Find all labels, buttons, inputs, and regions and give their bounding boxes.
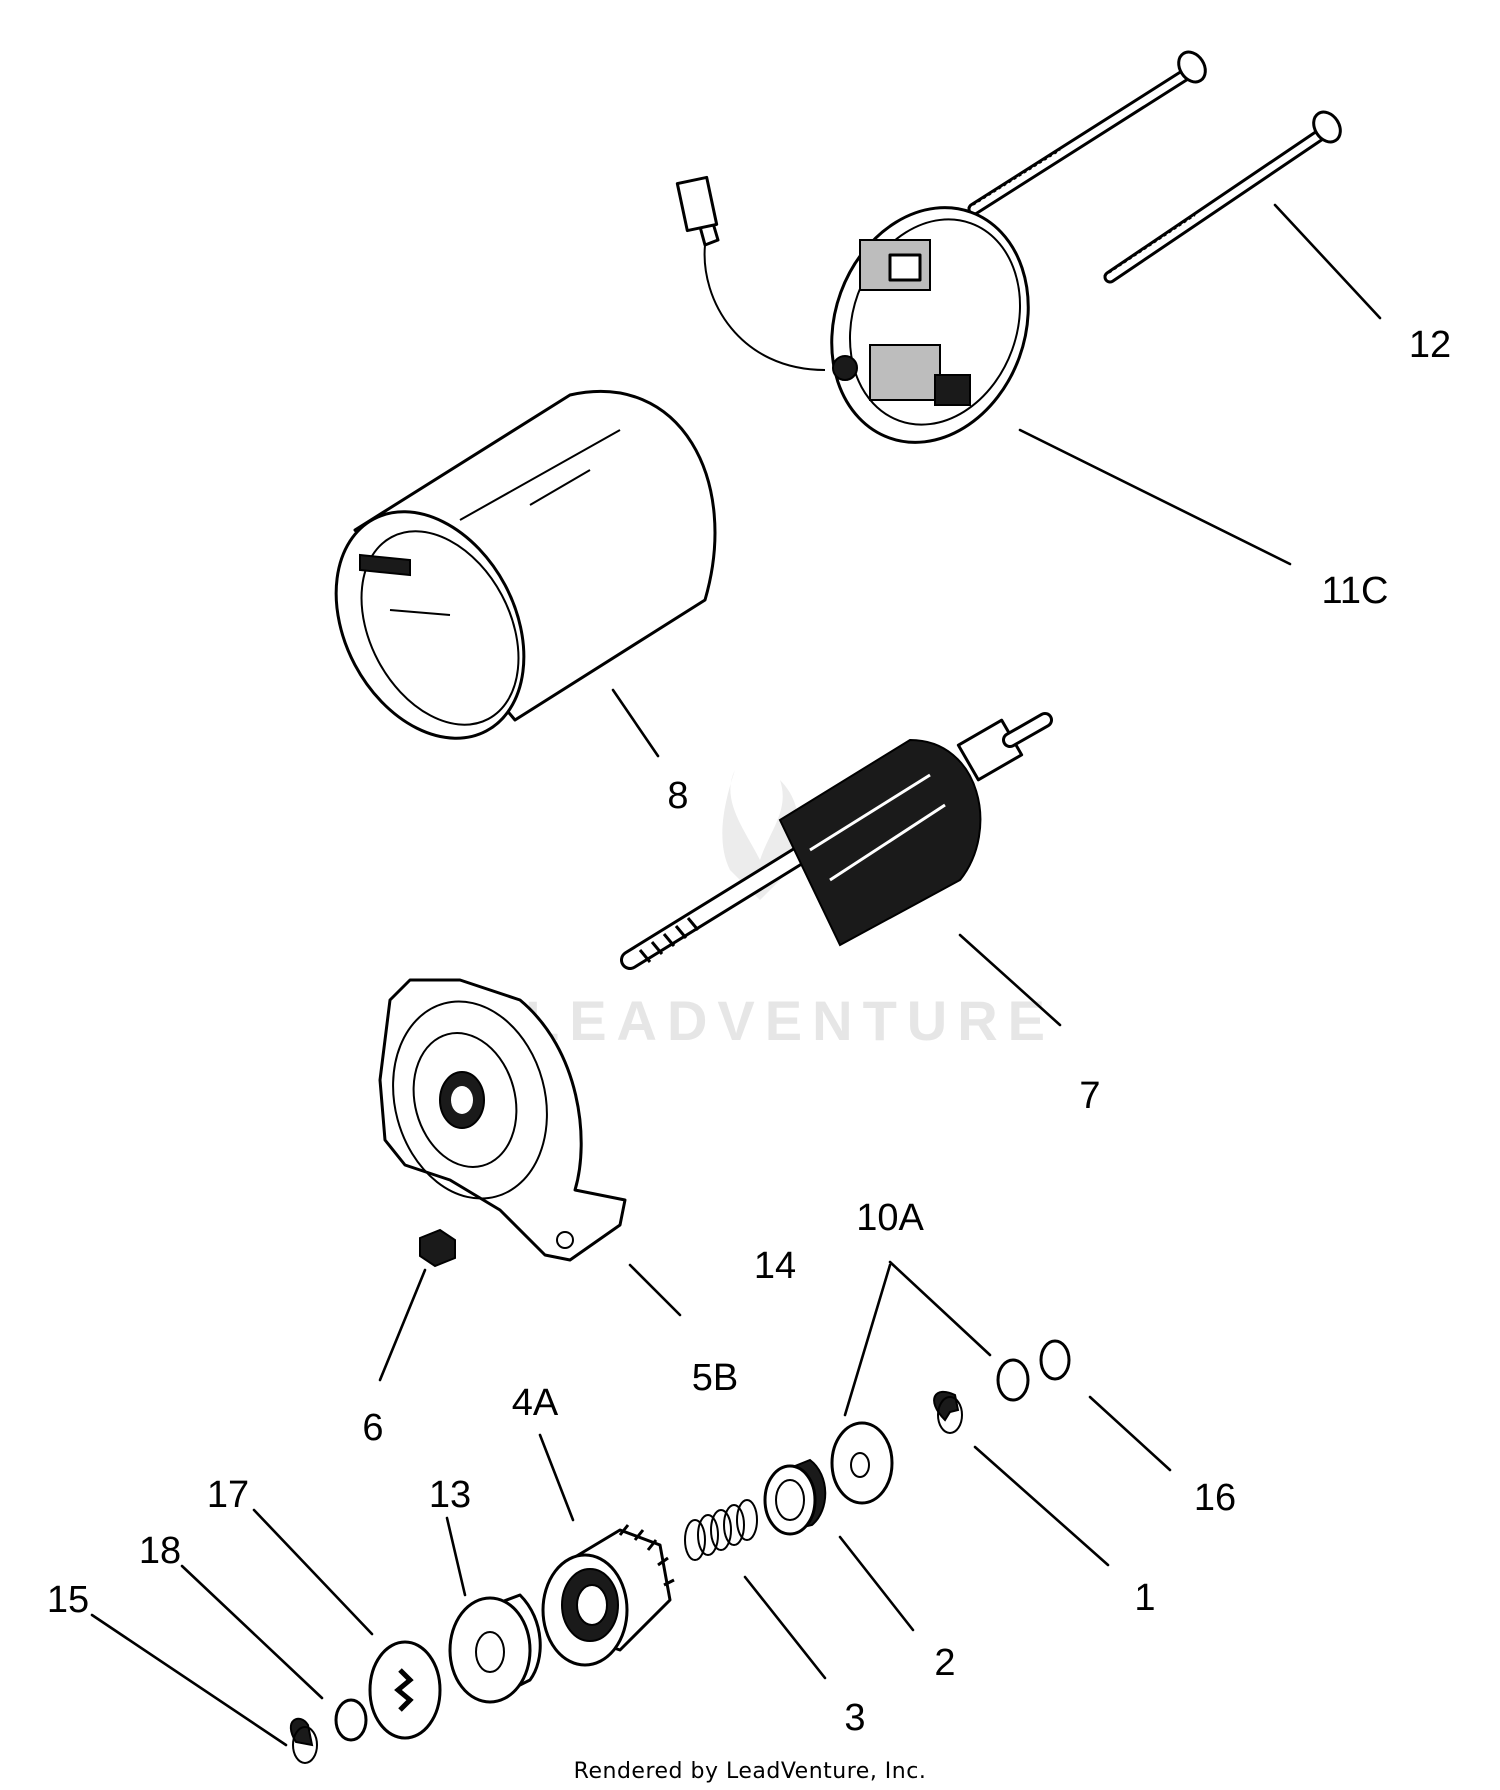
part-18-washer[interactable] <box>334 1698 368 1742</box>
callout-8: 8 <box>667 775 688 817</box>
part-6-nut[interactable] <box>419 1228 456 1268</box>
part-2-collar[interactable] <box>763 1458 827 1536</box>
callout-2: 2 <box>934 1642 955 1684</box>
callout-18: 18 <box>139 1530 181 1572</box>
part-8-housing[interactable] <box>299 389 717 770</box>
watermark-text: LEADVENTURE <box>525 989 1055 1052</box>
part-3-spring[interactable] <box>684 1499 758 1561</box>
part-14-thrust-washer[interactable] <box>830 1421 894 1505</box>
callout-12: 12 <box>1409 324 1451 366</box>
callout-5b: 5B <box>692 1357 738 1399</box>
callout-15: 15 <box>47 1579 89 1621</box>
callout-6: 6 <box>362 1407 383 1449</box>
part-7-armature[interactable] <box>620 712 1053 970</box>
leader-lines <box>90 203 1382 1747</box>
part-16-washer[interactable] <box>1039 1339 1071 1381</box>
callout-7: 7 <box>1079 1075 1100 1117</box>
part-10a-washer[interactable] <box>996 1358 1030 1402</box>
callout-3: 3 <box>844 1697 865 1739</box>
bolt-lower <box>1103 110 1342 284</box>
callout-14: 14 <box>754 1245 796 1287</box>
callout-10a: 10A <box>856 1197 924 1239</box>
callout-17: 17 <box>207 1474 249 1516</box>
part-12-bolts[interactable] <box>967 47 1346 284</box>
part-4a-pinion-gear[interactable] <box>541 1524 675 1667</box>
part-1-clip[interactable] <box>933 1390 963 1434</box>
callout-16: 16 <box>1194 1477 1236 1519</box>
callout-4a: 4A <box>512 1382 559 1424</box>
part-15-clip[interactable] <box>289 1717 318 1764</box>
callout-11c: 11C <box>1322 570 1389 612</box>
callout-13: 13 <box>429 1474 471 1516</box>
part-13-stop-collar[interactable] <box>448 1593 542 1704</box>
credit-text: Rendered by LeadVenture, Inc. <box>574 1759 927 1784</box>
part-11c-brush-end-cap[interactable] <box>675 175 1060 470</box>
part-17-retainer-cup[interactable] <box>368 1640 442 1740</box>
callout-1: 1 <box>1134 1577 1155 1619</box>
callout-labels: 12 11C 8 7 10A 14 5B 6 16 4A 1 17 13 18 … <box>47 324 1451 1739</box>
bolt-upper <box>967 50 1207 216</box>
part-5b-drive-end-bracket[interactable] <box>372 978 627 1262</box>
